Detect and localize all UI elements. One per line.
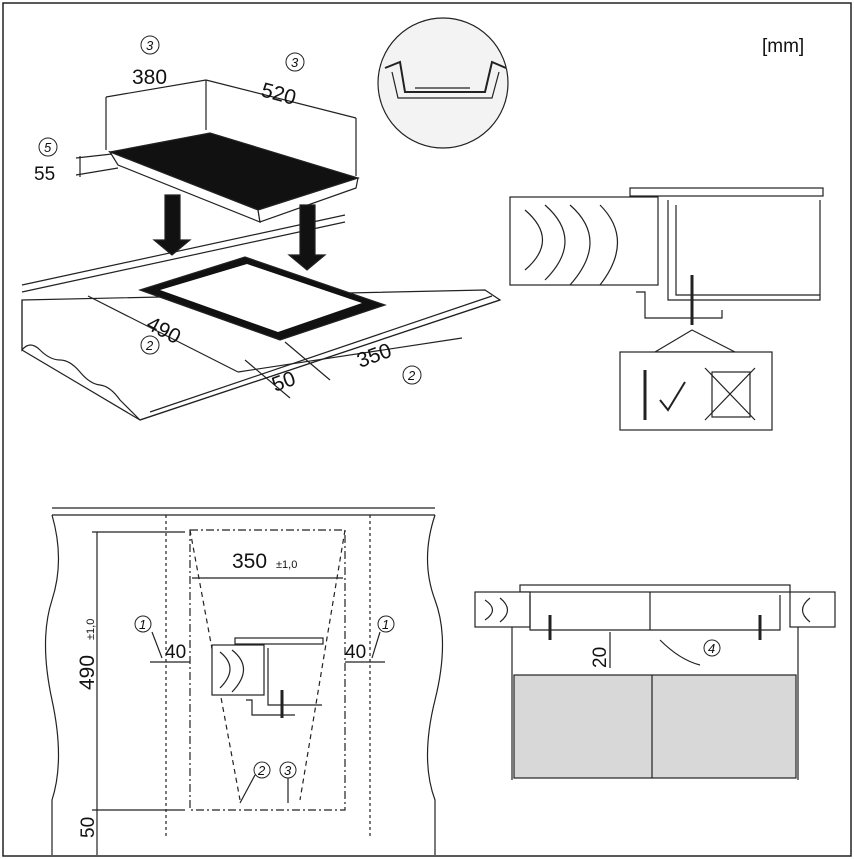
dim-55: 55 (34, 164, 55, 185)
seal-detail-circle (377, 17, 509, 149)
ref-circles-bottom (134, 615, 395, 779)
ref-3-bottom: 3 (284, 763, 292, 778)
fixing-detail-figure (509, 187, 824, 431)
dim-520: 520 (259, 79, 299, 110)
ref-2a: 2 (145, 338, 154, 353)
tol-490: ±1,0 (85, 619, 97, 640)
hob-insertion-figure (21, 79, 502, 421)
unit-label: [mm] (762, 36, 804, 57)
ref-2-bottom: 2 (257, 763, 266, 778)
ref-2b: 2 (407, 368, 416, 383)
dim-40-right: 40 (345, 642, 366, 663)
dim-380: 380 (132, 66, 167, 89)
dim-50-bottom: 50 (78, 817, 99, 838)
ref-4-circle (703, 639, 721, 657)
ref-circles-top (38, 35, 422, 385)
ref-3b: 3 (291, 55, 299, 70)
tol-350: ±1,0 (276, 559, 297, 571)
dim-40-left: 40 (165, 642, 186, 663)
ref-4: 4 (708, 641, 715, 656)
side-section-figure (474, 584, 836, 780)
dim-20: 20 (590, 647, 611, 668)
dim-490-bottom: 490 (76, 655, 99, 690)
dim-350-bottom: 350 (232, 550, 267, 573)
ref-5: 5 (44, 140, 52, 155)
ref-1b: 1 (382, 617, 389, 632)
cutout-plan-figure (44, 507, 444, 855)
ref-1a: 1 (139, 617, 146, 632)
ref-3a: 3 (146, 38, 154, 53)
